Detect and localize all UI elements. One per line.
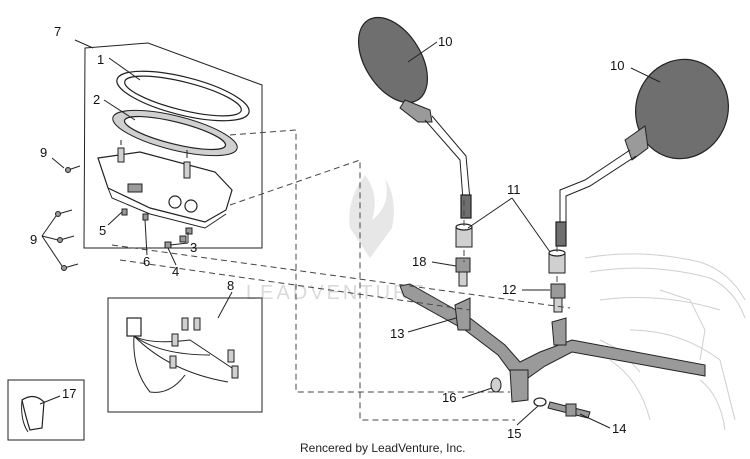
part-12-bolt [550,283,566,313]
callout-numbers: 7 1 2 9 9 5 6 3 4 8 17 10 10 11 18 12 13… [30,24,626,441]
callout-17: 17 [62,386,76,401]
callout-3: 3 [190,240,197,255]
callout-5: 5 [99,223,106,238]
part-housing [97,140,233,229]
callout-10b: 10 [610,58,624,73]
part-17-bracket-box [7,379,85,441]
leader-lines [39,41,661,429]
callout-6: 6 [143,254,150,269]
part-13-handlebar [399,283,706,403]
callout-11: 11 [507,182,521,197]
callout-15: 15 [507,426,521,441]
callout-1: 1 [97,52,104,67]
dashed-assembly-lines [111,129,571,421]
part-10-mirror-right [555,58,729,247]
callout-18: 18 [412,254,426,269]
part-1-bezel [116,70,250,122]
part-9-screws [55,165,81,271]
scooter-body-ghost [584,253,746,431]
part-10-mirror-left [357,16,472,219]
callout-7: 7 [54,24,61,39]
callout-13: 13 [390,326,404,341]
footer-credit: Rencered by LeadVenture, Inc. [300,441,465,455]
callout-2: 2 [93,92,100,107]
part-2-gasket [112,109,238,157]
part-8-wiring-box [107,297,263,413]
callout-14: 14 [612,421,626,436]
part-16-washer [490,377,502,393]
callout-10a: 10 [438,34,452,49]
callout-4: 4 [172,264,179,279]
callout-9b: 9 [30,232,37,247]
instrument-cluster-frame [74,39,263,249]
callout-16: 16 [442,390,456,405]
part-18-bolt [455,257,471,287]
part-11-nuts [455,223,566,274]
part-15-washer [533,397,547,407]
callout-9a: 9 [40,145,47,160]
callout-12: 12 [502,282,516,297]
callout-8: 8 [227,278,234,293]
watermark-text: LEADVENTURE [246,282,427,304]
